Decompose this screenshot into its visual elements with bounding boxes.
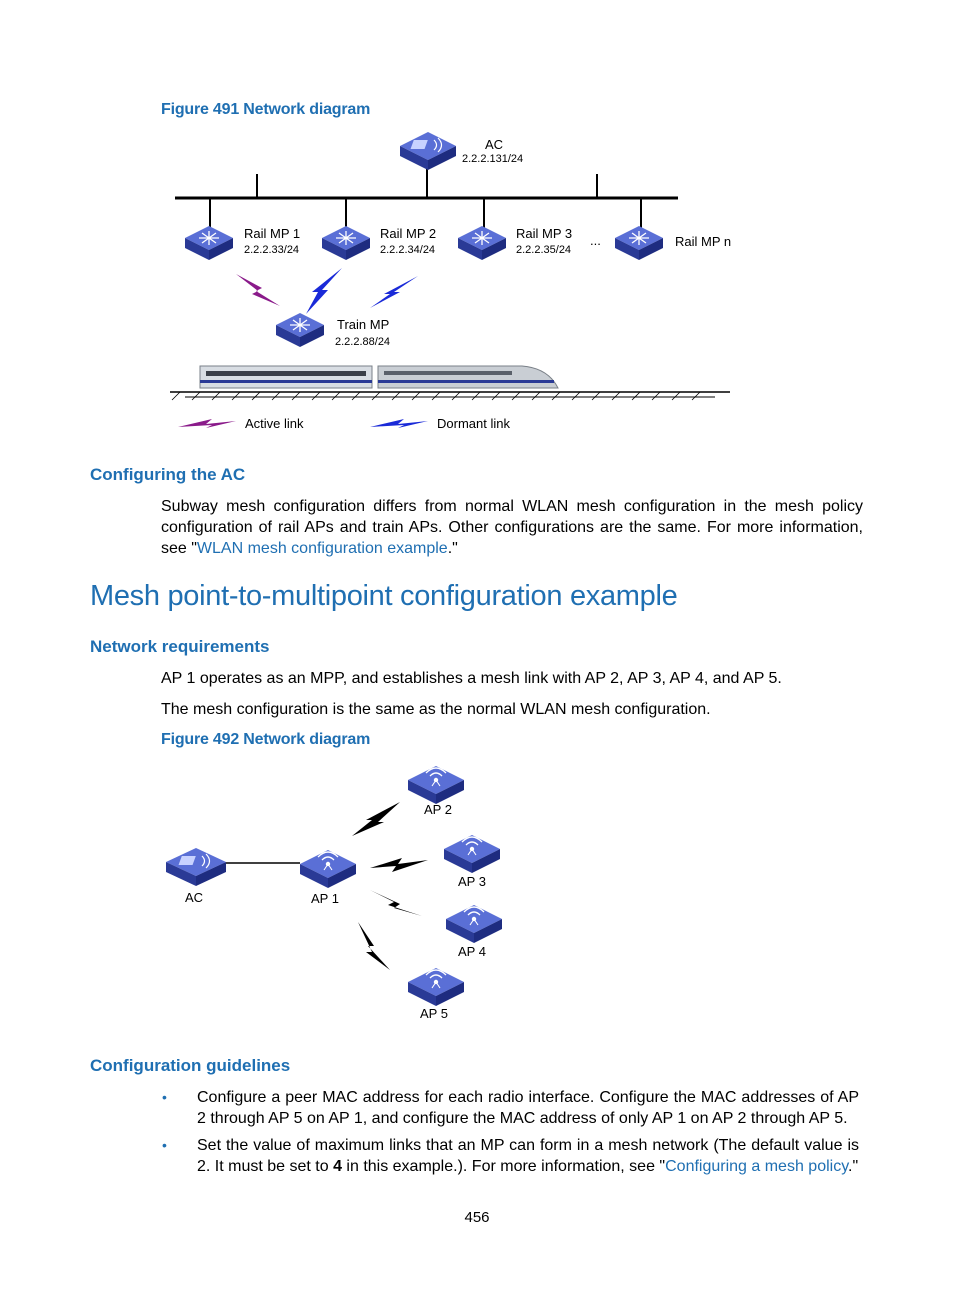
train-image [170, 365, 730, 401]
ap2-label: AP 2 [424, 802, 452, 817]
ap3-label: AP 3 [458, 874, 486, 889]
requirements-paragraph-1: AP 1 operates as an MPP, and establishes… [161, 670, 782, 687]
fig2-ac-label: AC [185, 890, 203, 905]
page-title: Mesh point-to-multipoint configuration e… [90, 580, 678, 612]
figure-491-caption: Figure 491 Network diagram [161, 101, 371, 118]
ap4-icon [445, 904, 503, 944]
link-wlan-mesh-configuration-example[interactable]: WLAN mesh configuration example [196, 540, 448, 557]
ellipsis: ... [590, 233, 601, 248]
dormant-link-lightning-1 [306, 268, 342, 314]
legend-active: Active link [245, 416, 304, 431]
bullet-1-text: Configure a peer MAC address for each ra… [197, 1089, 859, 1127]
ap3-icon [443, 834, 501, 874]
rail-mp-3-icon [457, 225, 507, 261]
paragraph-ac: Subway mesh configuration differs from n… [161, 496, 863, 559]
ac-device-icon [165, 847, 227, 887]
paragraph-ac-end: ." [447, 540, 458, 557]
ac-device-icon [399, 131, 457, 171]
train-mp-label: Train MP [337, 317, 389, 332]
ap1-icon [299, 849, 357, 889]
rail-mp-n-icon [614, 225, 664, 261]
ap4-label: AP 4 [458, 944, 486, 959]
bullet-2-mid: in this example.). For more information,… [341, 1158, 666, 1175]
requirements-paragraph-2: The mesh configuration is the same as th… [161, 701, 711, 718]
rail-mp-2-ip: 2.2.2.34/24 [380, 244, 435, 256]
bullet-1-marker: • [162, 1089, 167, 1105]
heading-configuring-the-ac: Configuring the AC [90, 465, 246, 484]
ap5-label: AP 5 [420, 1006, 448, 1021]
ap5-icon [407, 967, 465, 1007]
rail-mp-1-ip: 2.2.2.33/24 [244, 244, 299, 256]
link-ap3-lightning [370, 858, 428, 872]
ap1-label: AP 1 [311, 891, 339, 906]
link-ap4-lightning [370, 890, 422, 916]
bullet-2-text: Set the value of maximum links that an M… [197, 1135, 859, 1177]
active-link-lightning [236, 274, 280, 306]
heading-network-requirements: Network requirements [90, 637, 270, 656]
link-ap5-lightning [358, 922, 390, 970]
bullet-2-end: ." [848, 1158, 859, 1175]
link-configuring-a-mesh-policy[interactable]: Configuring a mesh policy [665, 1158, 849, 1175]
legend-dormant-icon [370, 419, 428, 428]
dormant-link-lightning-2 [370, 276, 418, 308]
rail-mp-1-icon [184, 225, 234, 261]
rail-mp-n-label: Rail MP n [675, 234, 731, 249]
train-mp-icon [275, 312, 325, 348]
bullet-2-bold-value: 4 [333, 1158, 342, 1175]
figure-492-caption: Figure 492 Network diagram [161, 731, 371, 748]
page-number: 456 [464, 1209, 490, 1226]
figure-491-diagram: AC 2.2.2.131/24 Rail MP 1 2.2.2.33/24 Ra… [170, 131, 731, 431]
link-ap2-lightning [352, 802, 400, 836]
bullet-2-marker: • [162, 1137, 167, 1153]
legend-dormant: Dormant link [437, 416, 510, 431]
ap2-icon [407, 765, 465, 805]
bullet-2-pre: Set the value of maximum links that an M… [197, 1137, 859, 1175]
ac-label: AC [485, 137, 503, 152]
ac-ip: 2.2.2.131/24 [462, 153, 523, 165]
rail-mp-2-label: Rail MP 2 [380, 226, 436, 241]
rail-mp-2-icon [321, 225, 371, 261]
rail-mp-3-ip: 2.2.2.35/24 [516, 244, 571, 256]
rail-mp-3-label: Rail MP 3 [516, 226, 572, 241]
train-mp-ip: 2.2.2.88/24 [335, 336, 390, 348]
figure-492-diagram: AC AP 1 AP 2 AP 3 AP 4 AP 5 [165, 765, 503, 1021]
rail-mp-1-label: Rail MP 1 [244, 226, 300, 241]
legend-active-icon [178, 419, 236, 428]
heading-configuration-guidelines: Configuration guidelines [90, 1056, 291, 1075]
paragraph-ac-text: Subway mesh configuration differs from n… [161, 498, 863, 557]
